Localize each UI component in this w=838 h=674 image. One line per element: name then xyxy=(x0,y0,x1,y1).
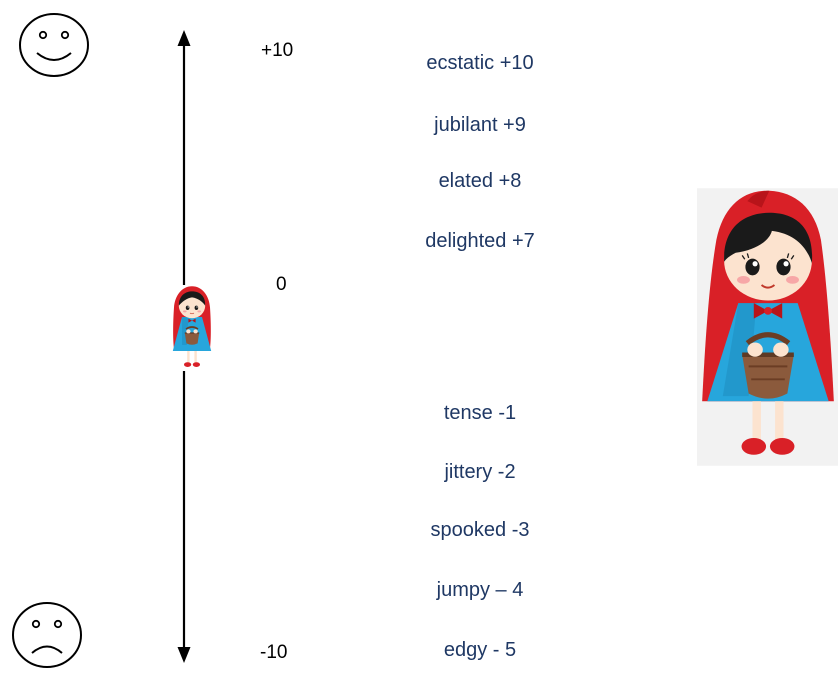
word-delighted: delighted +7 xyxy=(425,230,535,252)
word-jubilant: jubilant +9 xyxy=(434,114,526,136)
frowning-face-icon xyxy=(12,602,82,668)
scale-label-middle: 0 xyxy=(276,274,287,295)
word-jittery: jittery -2 xyxy=(444,461,516,483)
word-edgy: edgy - 5 xyxy=(443,639,517,661)
red-riding-hood-illustration xyxy=(697,188,838,466)
scale-label-top: +10 xyxy=(261,40,294,61)
word-spooked: spooked -3 xyxy=(430,519,530,541)
red-riding-hood-marker xyxy=(170,285,214,371)
arrow-head-up xyxy=(177,30,191,46)
word-tense: tense -1 xyxy=(443,402,517,424)
word-ecstatic: ecstatic +10 xyxy=(426,52,534,74)
scale-label-bottom: -10 xyxy=(260,642,288,663)
smiley-face-icon xyxy=(19,13,89,77)
word-jumpy: jumpy – 4 xyxy=(436,579,524,601)
word-elated: elated +8 xyxy=(438,170,522,192)
arrow-head-down xyxy=(177,647,191,663)
